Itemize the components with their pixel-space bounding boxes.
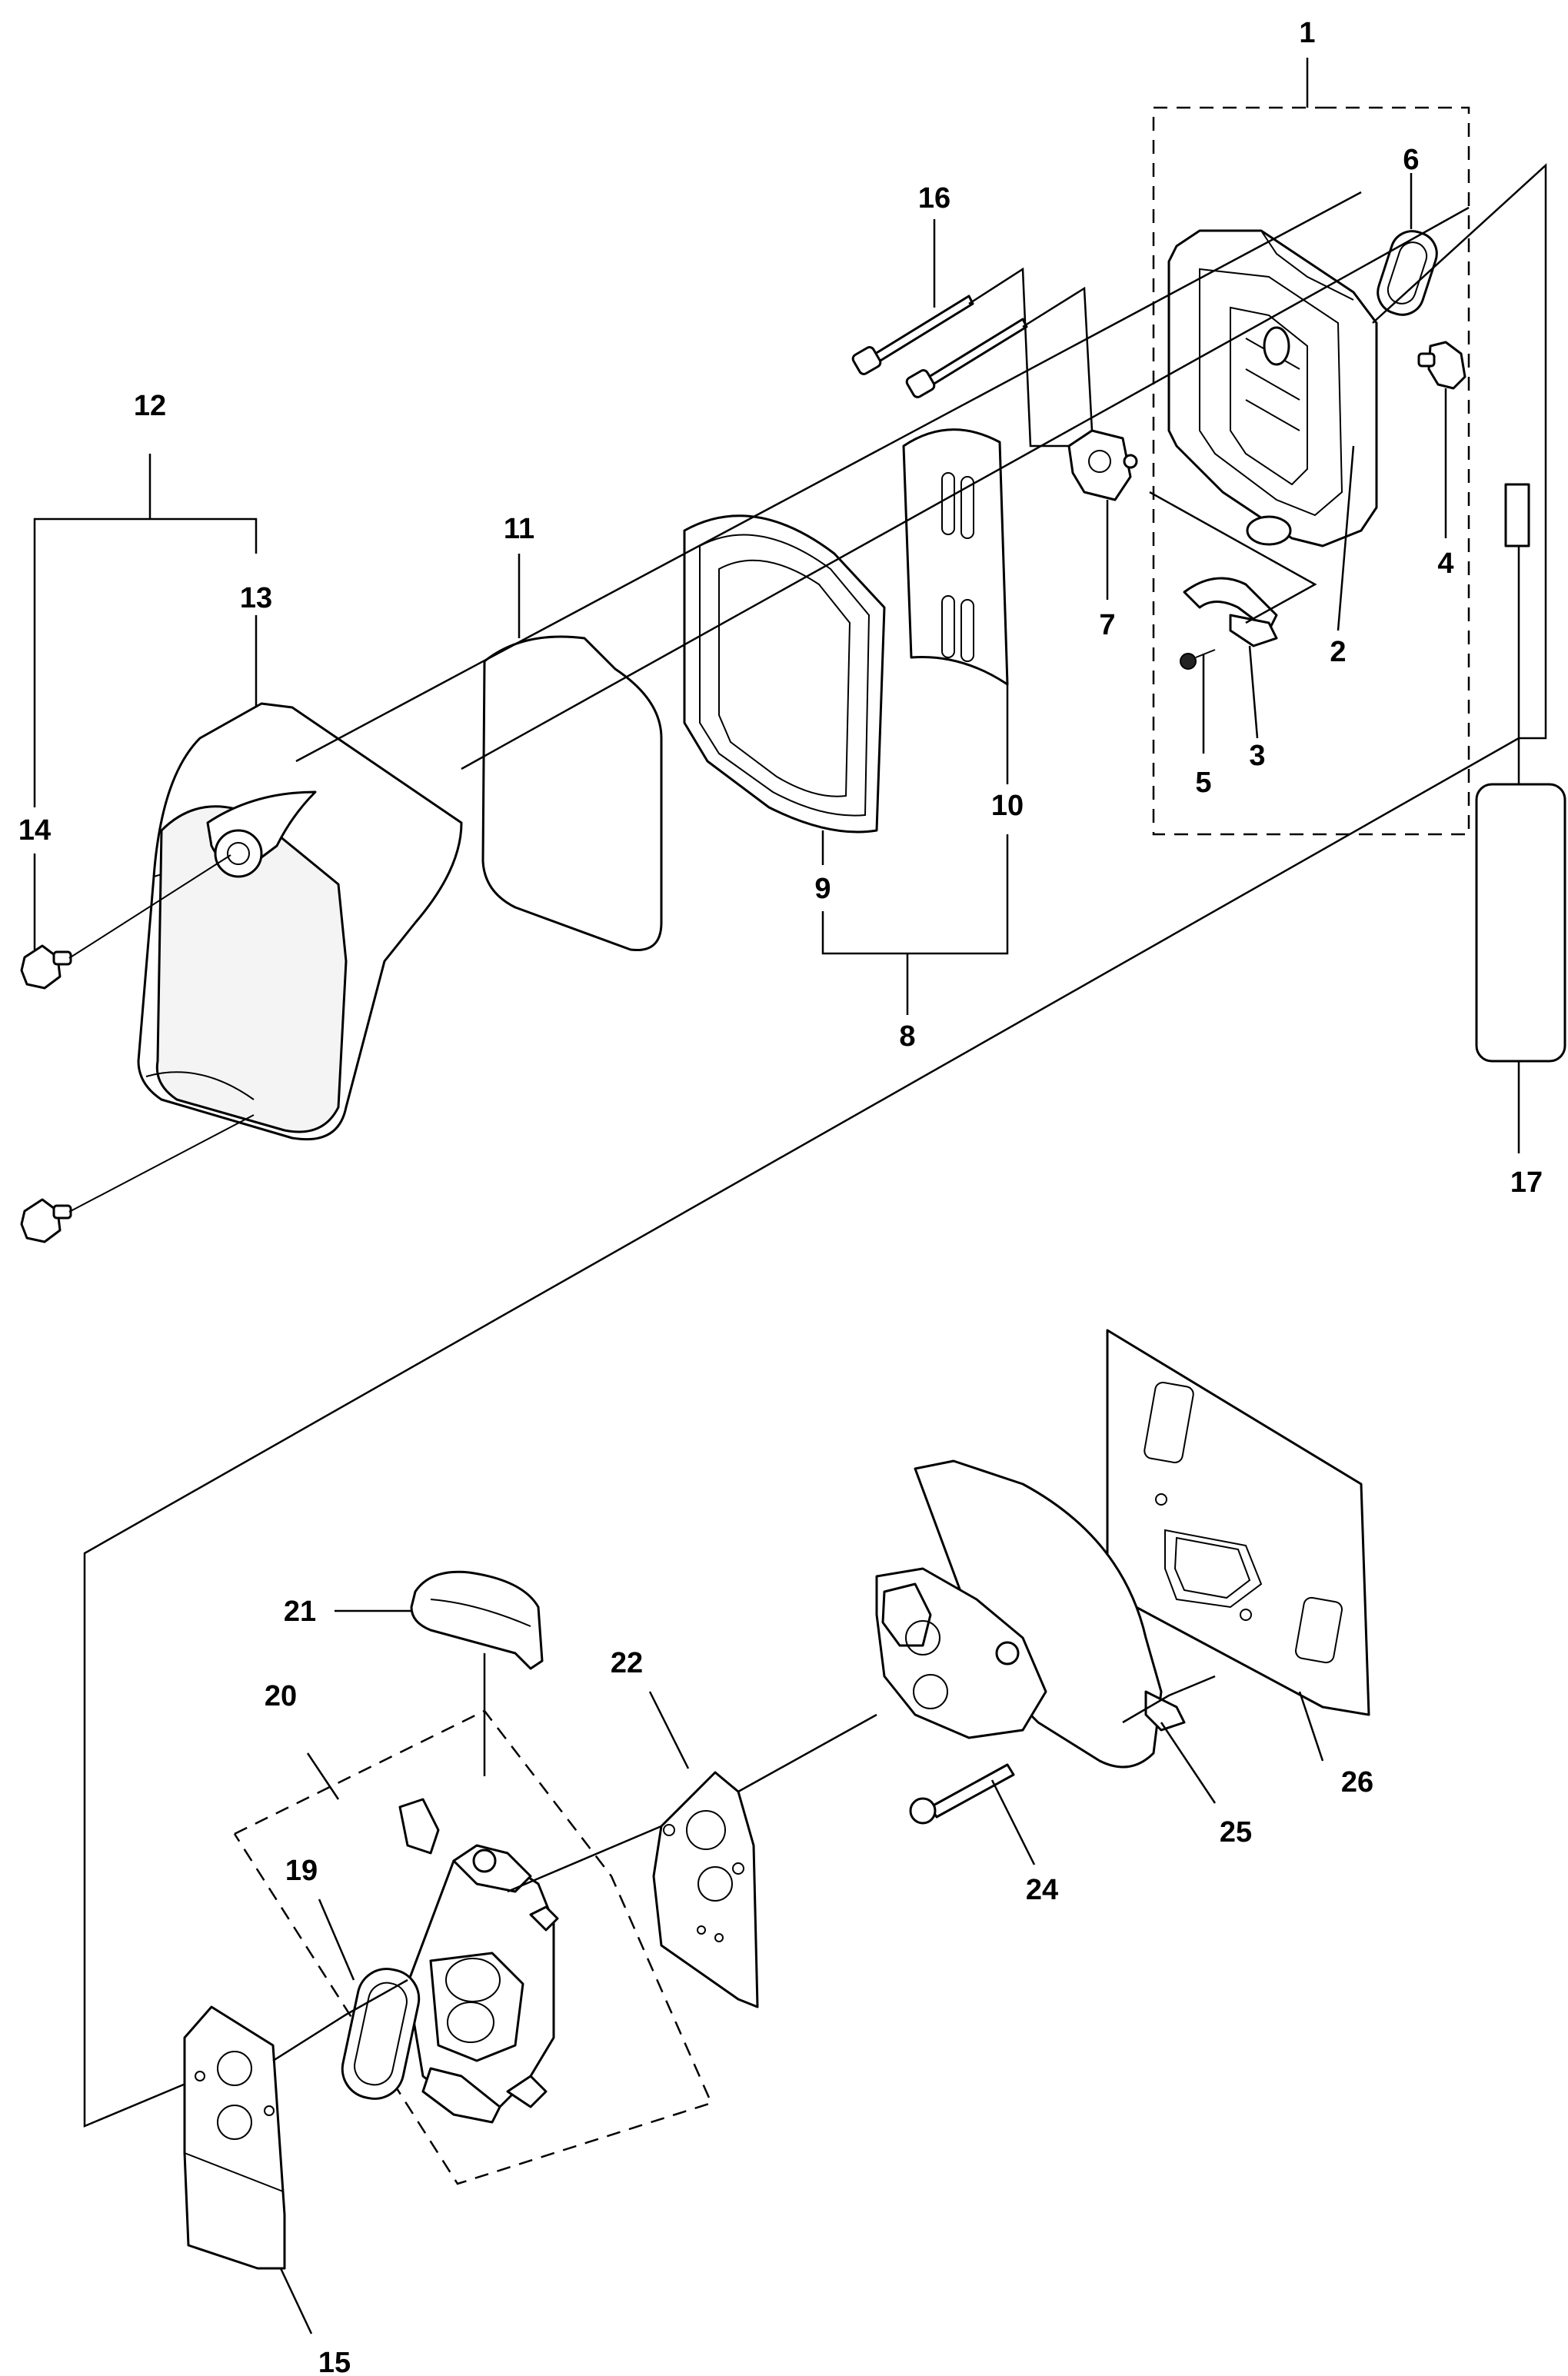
part-14-knob-bottom (20, 1114, 255, 1243)
part-25-intake-adapter (875, 1459, 1186, 1769)
part-3-clip (1183, 577, 1278, 647)
part-10-filter-insert (902, 428, 1009, 686)
callout-5: 5 (1195, 767, 1211, 799)
callout-22: 22 (611, 1647, 643, 1679)
callout-8: 8 (899, 1020, 915, 1053)
part-24-screw (909, 1763, 1015, 1825)
callout-16: 16 (918, 182, 950, 215)
part-11-foam-filter (481, 635, 663, 952)
callout-2: 2 (1330, 636, 1346, 668)
callout-1: 1 (1299, 17, 1315, 49)
part-15-heat-shield (183, 2005, 286, 2270)
part-14-knob-top (20, 854, 231, 990)
callout-3: 3 (1249, 740, 1265, 772)
callout-9: 9 (814, 873, 831, 905)
callout-11: 11 (504, 513, 534, 545)
callout-6: 6 (1403, 144, 1419, 176)
part-5-screw (1180, 649, 1216, 670)
part-7-bracket (1067, 429, 1138, 501)
part-9-filter-frame (683, 514, 886, 834)
part-19-gasket-ring (341, 1968, 421, 2100)
part-21-cap (410, 1570, 544, 1670)
callout-labels: 1 6 16 12 11 4 13 7 2 3 5 10 14 9 8 17 2… (18, 17, 1543, 2376)
callout-17: 17 (1510, 1166, 1543, 1199)
callout-14: 14 (18, 814, 51, 847)
part-17-label (1475, 483, 1566, 1063)
part-2-filter-housing (1167, 229, 1378, 547)
callout-10: 10 (991, 790, 1024, 822)
part-22-gasket (652, 1771, 759, 2008)
part-13-cover (137, 702, 463, 1141)
callout-7: 7 (1099, 609, 1115, 641)
part-6-o-ring (1377, 230, 1438, 316)
callout-26: 26 (1341, 1766, 1373, 1799)
callout-20: 20 (265, 1680, 297, 1712)
callout-13: 13 (240, 582, 272, 614)
part-20-carburetor (398, 1798, 559, 2124)
callout-25: 25 (1220, 1816, 1252, 1849)
callout-15: 15 (318, 2347, 351, 2376)
callout-19: 19 (285, 1855, 318, 1887)
callout-4: 4 (1437, 547, 1453, 580)
part-4-knob (1417, 341, 1466, 390)
assembly-1-group (1067, 58, 1470, 836)
part-16-bolts (851, 219, 1094, 448)
assembly-20-group (233, 1709, 713, 2185)
callout-12: 12 (134, 390, 166, 422)
callout-24: 24 (1026, 1874, 1058, 1906)
callout-21: 21 (284, 1596, 316, 1628)
part-26-gasket-plate (1106, 1329, 1370, 1716)
